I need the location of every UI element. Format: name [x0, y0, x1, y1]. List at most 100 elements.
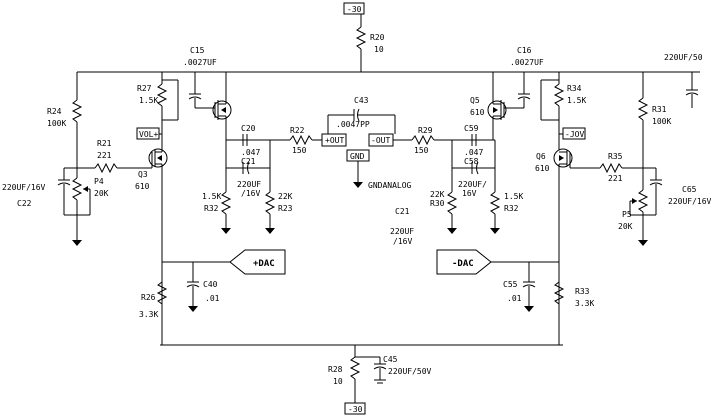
q6-ref: Q6	[536, 152, 546, 161]
q3: Q3 610	[135, 140, 168, 345]
c22-ref: C22	[17, 199, 32, 208]
c59-ref: C59	[464, 124, 479, 133]
c15-ref: C15	[190, 46, 205, 55]
r29-ref: R29	[418, 126, 433, 135]
supply-label-bottom: -30	[348, 405, 363, 414]
right-mid-network: C59 .047 C58 220UF/ 16V 22K R30 1.5K R32	[430, 124, 523, 234]
r31-ref: R31	[652, 105, 667, 114]
minus-dac-section: -DAC C55 .01 R33 3.3K	[436, 249, 594, 312]
r31: R31 100K	[637, 72, 671, 168]
r27-ref: R27	[137, 84, 152, 93]
c43-ref: C43	[354, 96, 369, 105]
r33-ref: R33	[575, 287, 590, 296]
r35-ref: R35	[608, 152, 623, 161]
r26-ref: R26	[141, 293, 156, 302]
r35: R35 221	[599, 152, 643, 183]
p4-value: 20K	[94, 189, 109, 198]
r30-value: 22K	[430, 190, 445, 199]
r29-value: 150	[414, 146, 429, 155]
c21b-value1: 220UF	[390, 227, 414, 236]
c45-ref: C45	[383, 355, 398, 364]
r28-ref: R28	[328, 365, 343, 374]
vol-minus-connector[interactable]: -JOV	[559, 127, 586, 140]
r23-value: 22K	[278, 192, 293, 201]
r21-value: 221	[97, 151, 112, 160]
vol-minus-label: -JOV	[565, 130, 584, 139]
c59-value: .047	[464, 148, 483, 157]
r35-value: 221	[608, 174, 623, 183]
r26-value: 3.3K	[139, 310, 158, 319]
center-block: +OUT -OUT C43 .0047PP GND GNDANALOG C21 …	[321, 96, 414, 246]
r21-ref: R21	[97, 139, 112, 148]
p5-value: 20K	[618, 222, 633, 231]
c65-value: 220UF/16V	[668, 197, 712, 206]
r27-value: 1.5K	[139, 96, 158, 105]
c20-ref: C20	[241, 124, 256, 133]
r24-value: 100K	[47, 119, 66, 128]
c15: C15 .0027UF	[183, 46, 217, 108]
r28-value: 10	[333, 377, 343, 386]
c43-value: .0047PP	[336, 120, 370, 129]
q5: Q5 610	[470, 72, 524, 168]
c21b-value2: /16V	[393, 237, 412, 246]
c20-value: .047	[241, 148, 260, 157]
r22-ref: R22	[290, 126, 305, 135]
c58-value1: 220UF/	[458, 180, 487, 189]
q6-value: 610	[535, 164, 550, 173]
r31-value: 100K	[652, 117, 671, 126]
p5-c65: P5 20K C65 220UF/16V	[618, 167, 712, 246]
r34-ref: R34	[567, 84, 582, 93]
r32b-value: 1.5K	[504, 192, 523, 201]
r23-ref: R23	[278, 204, 293, 213]
r22-value: 150	[292, 146, 307, 155]
r32a-value: 1.5K	[202, 192, 221, 201]
cap-top-right: 220UF/50	[664, 53, 703, 108]
c16-ref: C16	[517, 46, 532, 55]
c45-value: 220UF/50V	[388, 367, 432, 376]
r29: R29 150	[393, 126, 452, 155]
r21: R21 221	[77, 139, 145, 174]
plus-dac-section: +DAC C40 .01 R26 3.3K	[139, 249, 286, 319]
c55-value: .01	[507, 294, 522, 303]
r34-value: 1.5K	[567, 96, 586, 105]
c21a-value2: /16V	[241, 189, 260, 198]
c55-ref: C55	[503, 280, 518, 289]
r20-ref: R20	[370, 33, 385, 42]
q5-ref: Q5	[470, 96, 480, 105]
p4-ref: P4	[94, 177, 104, 186]
p5-ref: P5	[622, 210, 632, 219]
c58-value2: 16V	[462, 189, 477, 198]
minus-out-label: -OUT	[371, 136, 390, 145]
vol-plus-connector[interactable]: VOL+	[136, 127, 162, 140]
q5-value: 610	[470, 108, 485, 117]
q3-value: 610	[135, 182, 150, 191]
c40-value: .01	[205, 294, 220, 303]
r20-value: 10	[374, 45, 384, 54]
c40-ref: C40	[203, 280, 218, 289]
r32a-ref: R32	[204, 204, 219, 213]
r32b-ref: R32	[504, 204, 519, 213]
c15-value: .0027UF	[183, 58, 217, 67]
c21b-ref: C21	[395, 207, 410, 216]
c21a-ref: C21	[241, 157, 256, 166]
plus-out-label: +OUT	[325, 136, 344, 145]
minus-dac-label: -DAC	[452, 259, 474, 269]
r33-value: 3.3K	[575, 299, 594, 308]
r27: R27 1.5K	[137, 72, 179, 140]
bottom-supply: -30 R28 10 C45 220UF/50V	[328, 345, 432, 415]
left-mid-network: C20 .047 C21 220UF /16V 1.5K R32 22K R23	[202, 124, 293, 234]
q-left-upper	[195, 72, 232, 168]
c22-value: 220UF/16V	[2, 183, 46, 192]
vol-plus-label: VOL+	[139, 130, 158, 139]
c21a-value1: 220UF	[237, 180, 261, 189]
gnd-label: GND	[350, 152, 365, 161]
top-supply: -30 R20 10	[343, 2, 385, 72]
r22: R22 150	[289, 126, 322, 155]
r30-ref: R30	[430, 199, 445, 208]
q6: Q6 610	[535, 148, 600, 345]
supply-label-top: -30	[347, 5, 362, 14]
c58-ref: C58	[464, 157, 479, 166]
c22-p4: 220UF/16V C22 P4 20K	[2, 167, 109, 246]
q3-ref: Q3	[138, 170, 148, 179]
